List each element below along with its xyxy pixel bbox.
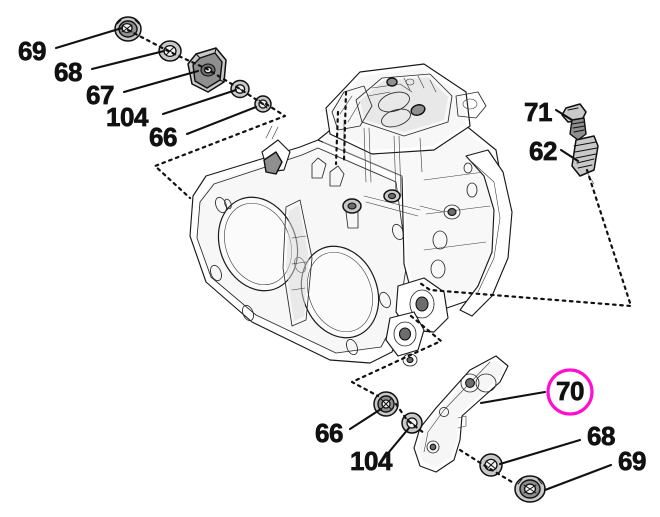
callout-flat-washer-104[interactable]: 104 (106, 102, 150, 133)
leader-line-l66-bot (348, 407, 383, 431)
callout-cable-bracket-67[interactable]: 67 (86, 80, 115, 111)
assembly-path-stack-top-upper (126, 28, 265, 106)
part-lock-washer-68-bottom (479, 453, 503, 477)
leader-line-l62 (559, 148, 580, 163)
leader-line-l68-bot (498, 438, 582, 466)
callout-number: 104 (106, 102, 149, 132)
callout-number: 69 (18, 36, 46, 66)
callout-number: 71 (524, 97, 552, 127)
callout-throttle-lever-70[interactable]: 70 (546, 368, 594, 416)
callout-number: 68 (587, 421, 615, 451)
leader-line-l66-top (185, 105, 258, 136)
callout-return-spring-62[interactable]: 62 (529, 136, 558, 167)
leader-line-l70 (479, 390, 547, 405)
part-return-spring-62 (571, 135, 599, 185)
callout-bushing-66[interactable]: 66 (149, 122, 178, 153)
assembly-path-lever-stack-left (394, 402, 426, 435)
callout-number: 104 (350, 446, 393, 476)
callout-bushing-66[interactable]: 66 (315, 418, 344, 449)
callout-screw-71[interactable]: 71 (524, 97, 553, 128)
assembly-paths (126, 28, 633, 484)
callout-number: 70 (556, 376, 584, 406)
part-throttle-lever-70 (413, 355, 509, 473)
assembly-path-spring-to-body (418, 168, 633, 308)
part-nut-69-bottom (514, 475, 546, 503)
callout-number: 68 (54, 57, 82, 87)
part-bushing-66-bottom (373, 391, 399, 417)
lower-assembly-group (373, 355, 546, 503)
part-lock-washer-68-top (158, 40, 182, 62)
upper-hardware-group (114, 16, 272, 113)
leader-line-l104-top (161, 88, 238, 116)
callout-number: 66 (315, 418, 343, 448)
assembly-path-lever-stack-bot (458, 448, 514, 484)
leader-line-l71 (554, 108, 574, 122)
leader-line-l104-bot (387, 426, 411, 454)
callout-number: 62 (529, 136, 557, 166)
callout-number: 66 (149, 122, 177, 152)
callout-nut-69[interactable]: 69 (618, 446, 647, 477)
leader-line-l68-top (90, 49, 166, 71)
leader-line-l69-top (54, 26, 124, 50)
carburetor-body (189, 63, 513, 367)
callout-flat-washer-104[interactable]: 104 (350, 446, 394, 477)
callout-nut-69[interactable]: 69 (18, 36, 47, 67)
leader-line-l67-top (122, 69, 200, 94)
assembly-path-body-to-lever (350, 314, 443, 398)
callout-number: 69 (618, 446, 646, 476)
part-flat-washer-104-top (230, 79, 250, 99)
leader-lines (54, 26, 613, 492)
part-screw-71 (561, 103, 587, 141)
highlight-ring-icon (546, 368, 594, 416)
callout-lock-washer-68[interactable]: 68 (587, 421, 616, 452)
callout-number: 67 (86, 80, 114, 110)
callout-lock-washer-68[interactable]: 68 (54, 57, 83, 88)
right-hardware-group (561, 103, 599, 185)
leader-line-l69-bot (543, 463, 613, 492)
